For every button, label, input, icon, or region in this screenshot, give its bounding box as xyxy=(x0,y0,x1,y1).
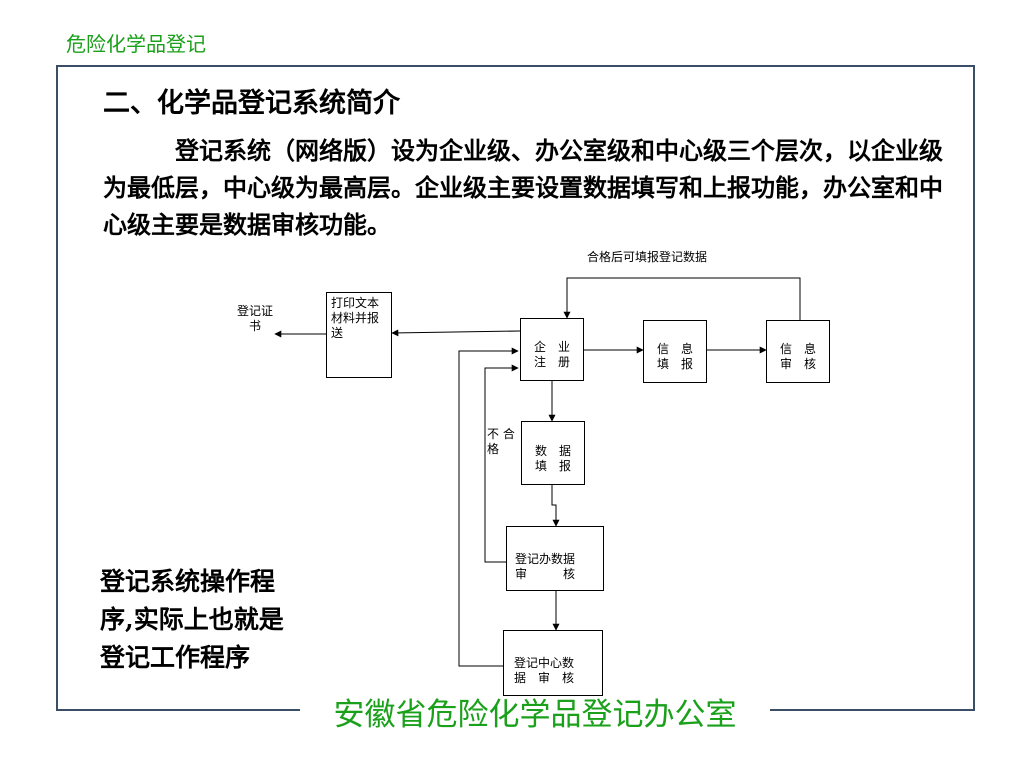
node-data-fill-label: 数 据 填 报 xyxy=(534,444,571,473)
node-info-review-label: 信 息 审 核 xyxy=(779,342,816,371)
loop-qualified-line xyxy=(563,277,801,320)
node-info-review: 信 息 审 核 xyxy=(766,320,830,383)
label-qualified-fill: 合格后可填报登记数据 xyxy=(587,250,708,264)
header-title: 危险化学品登记 xyxy=(66,32,206,56)
node-print-submit: 打印文本材料并报送 xyxy=(326,292,392,378)
node-print-submit-label: 打印文本材料并报送 xyxy=(331,296,380,340)
footer-gap xyxy=(300,700,770,730)
section-title: 二、化学品登记系统简介 xyxy=(103,88,400,119)
node-center-review: 登记中心数 据 审 核 xyxy=(503,630,603,696)
node-enterprise-register-label: 企 业 注 册 xyxy=(533,340,570,369)
arrow-datafill-to-office xyxy=(551,485,560,527)
node-office-review: 登记办数据 审 核 xyxy=(506,526,604,591)
node-office-review-label: 登记办数据 审 核 xyxy=(515,552,576,581)
loop-office-reject xyxy=(484,364,519,563)
node-info-fill: 信 息 填 报 xyxy=(643,320,707,383)
arrow-register-to-print xyxy=(391,329,521,337)
footer-org: 安徽省危险化学品登记办公室 xyxy=(333,697,737,733)
node-enterprise-register: 企 业 注 册 xyxy=(520,318,584,381)
label-fail: 不 合 格 xyxy=(487,427,515,456)
node-certificate: 登记证书 xyxy=(236,304,273,333)
intro-paragraph: 登记系统（网络版）设为企业级、办公室级和中心级三个层次，以企业级为最低层，中心级… xyxy=(103,136,943,239)
loop-center-reject xyxy=(458,347,519,667)
node-center-review-label: 登记中心数 据 审 核 xyxy=(514,656,575,685)
node-info-fill-label: 信 息 填 报 xyxy=(656,342,693,371)
bottom-note: 登记系统操作程序,实际上也就是登记工作程序 xyxy=(100,567,284,672)
node-data-fill: 数 据 填 报 xyxy=(521,421,585,485)
